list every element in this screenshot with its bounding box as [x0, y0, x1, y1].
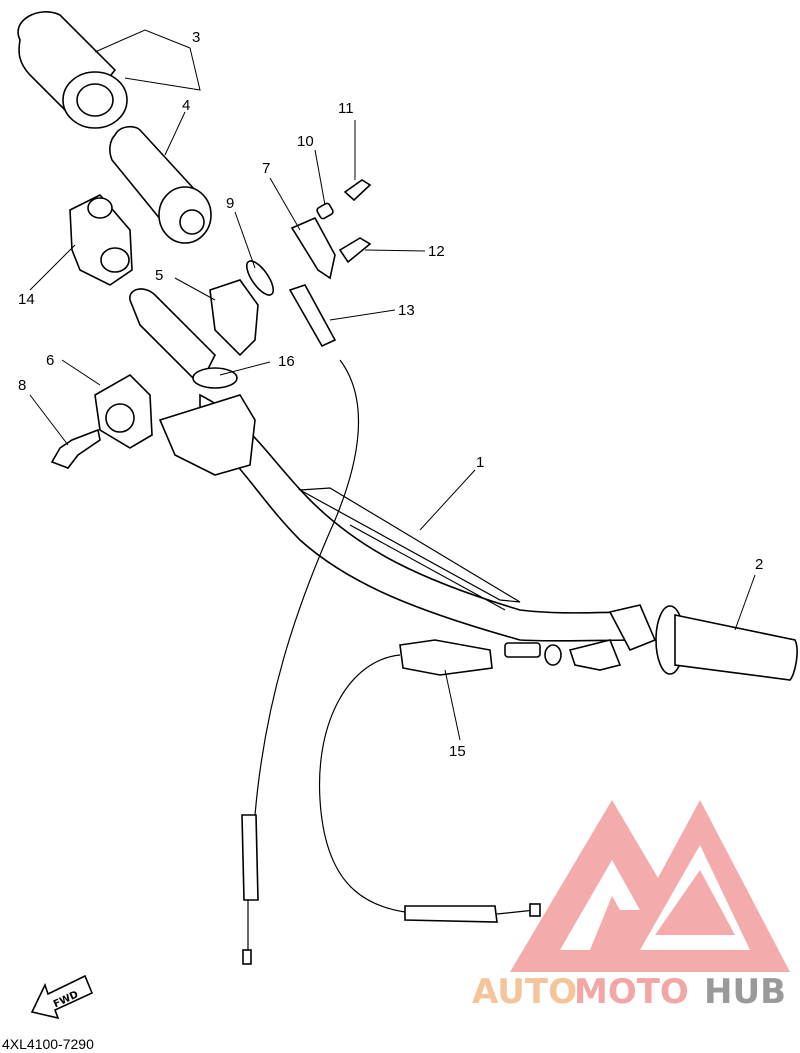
- callout-12: 12: [428, 243, 445, 260]
- cable-adjuster-parts: [245, 179, 372, 348]
- throttle-cable: [254, 359, 360, 816]
- callout-6: 6: [46, 352, 54, 369]
- fwd-arrow-icon: FWD: [30, 974, 94, 1020]
- throttle-sleeve: [109, 125, 212, 244]
- callout-labels: 1 2 3 4 5 6 7 8 9 10 11 12 13 14 15 16: [18, 29, 763, 760]
- watermark-hub: HUB: [704, 972, 786, 1012]
- throttle-cable-tip: [242, 949, 252, 965]
- callout-3: 3: [192, 29, 200, 46]
- callout-7: 7: [262, 160, 270, 177]
- callout-11: 11: [338, 100, 354, 117]
- callout-4: 4: [182, 97, 190, 114]
- throttle-housing: [94, 279, 259, 476]
- callout-16: 16: [278, 353, 295, 370]
- callout-8: 8: [18, 377, 26, 394]
- watermark-wordmark: AUTO MOTO HUB: [472, 972, 786, 1012]
- holder-bracket: [69, 194, 133, 286]
- callout-5: 5: [155, 267, 163, 284]
- clutch-cable: [318, 654, 406, 913]
- callout-10: 10: [297, 133, 314, 150]
- watermark-moto: MOTO: [574, 972, 689, 1012]
- callout-15: 15: [449, 743, 466, 760]
- callout-13: 13: [398, 302, 415, 319]
- clutch-cable-assembly: [399, 639, 622, 676]
- callout-1: 1: [476, 454, 484, 471]
- throttle-cable-end: [241, 814, 259, 901]
- callout-2: 2: [755, 556, 763, 573]
- watermark-logo: [510, 800, 790, 972]
- drawing-code: 4XL4100-7290: [2, 1036, 94, 1052]
- handlebar: [199, 393, 641, 642]
- watermark-auto: AUTO: [472, 972, 577, 1012]
- leader-lines: [29, 29, 756, 741]
- right-grip: [608, 604, 798, 681]
- bolt: [50, 428, 101, 469]
- clutch-cable-end: [404, 905, 498, 923]
- callout-9: 9: [226, 195, 234, 212]
- callout-14: 14: [18, 291, 35, 308]
- left-grip: [17, 11, 128, 129]
